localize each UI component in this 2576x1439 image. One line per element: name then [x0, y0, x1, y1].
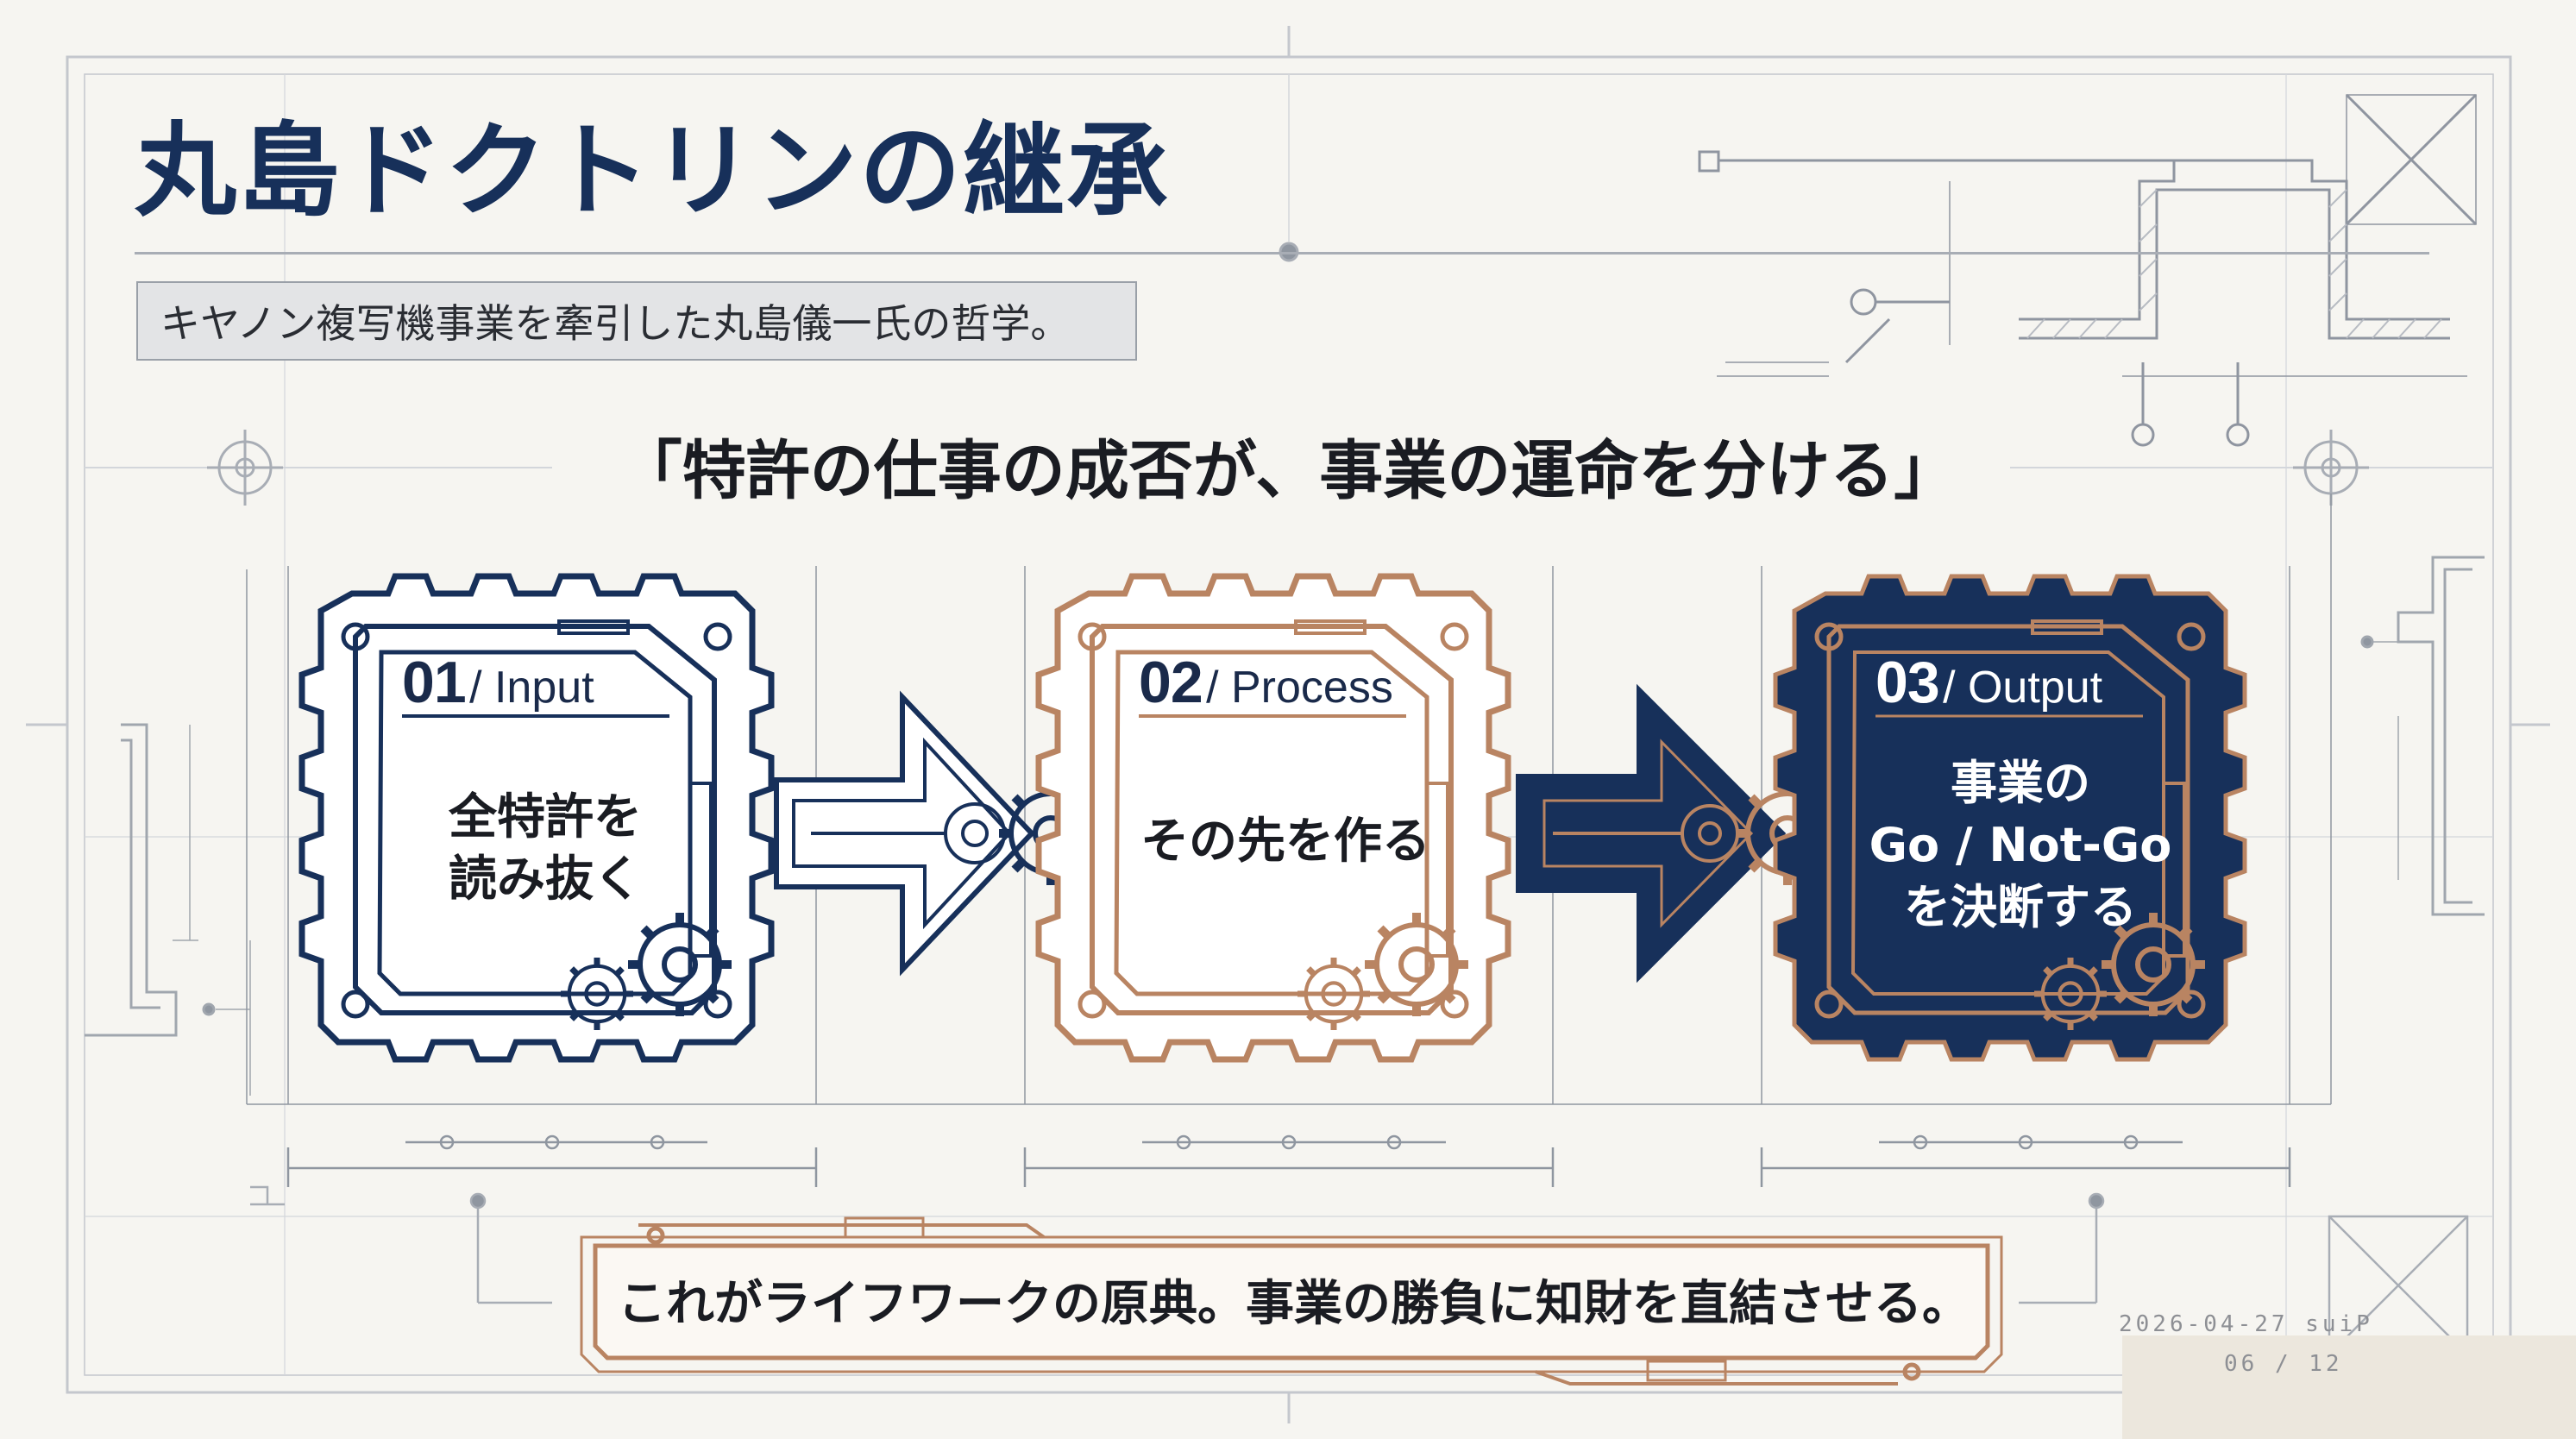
module-output-frame: [1773, 574, 2247, 1062]
step-line: 全特許を: [449, 789, 642, 845]
step-process-heading: 02 / Process: [1139, 649, 1393, 716]
technical-drawing-bottom-right: [2019, 1192, 2469, 1356]
step-line: 事業の: [1951, 756, 2090, 810]
page-title: 丸島ドクトリンの継承: [135, 110, 1171, 230]
step-label: / Output: [1943, 663, 2103, 713]
step-number: 01: [402, 650, 467, 715]
step-label: / Input: [469, 663, 594, 713]
step-line: を決断する: [1904, 880, 2137, 934]
footer-date-author: 2026-04-27 suiP: [2119, 1311, 2373, 1337]
subtitle: キヤノン複写機事業を牽引した丸島儀一氏の哲学。: [160, 300, 1071, 347]
page-corner-tab: [2122, 1335, 2576, 1439]
step-line: その先を作る: [1140, 814, 1430, 870]
title-divider: [135, 252, 2429, 254]
bottom-message: これがライフワークの原典。事業の勝負に知財を直結させる。: [618, 1276, 1970, 1332]
hatching-top-right: [2026, 189, 2442, 339]
technical-drawing-left: [85, 723, 251, 1096]
step-label: / Process: [1206, 663, 1393, 713]
technical-drawing-bottom-left: [250, 1185, 552, 1304]
module-process-frame: [1035, 573, 1511, 1063]
step-number: 03: [1875, 650, 1940, 715]
step-process-text: その先を作る: [1122, 811, 1449, 873]
page-number: 06 / 12: [2224, 1351, 2343, 1377]
step-output-heading: 03 / Output: [1875, 649, 2102, 716]
bottom-banner-frame: [580, 1216, 2003, 1386]
doctrine-quote: 「特許の仕事の成否が、事業の運命を分ける」: [618, 434, 1958, 508]
arrow-process-to-output: [1516, 683, 1787, 983]
step-number: 02: [1139, 650, 1203, 715]
step-line: 読み抜く: [449, 851, 642, 908]
technical-drawing-top-right: [1698, 93, 2478, 447]
step-output-text: 事業の Go / Not-Go を決断する: [1848, 752, 2193, 939]
step-input-text: 全特許を 読み抜く: [390, 787, 701, 911]
arrow-input-to-process: [774, 690, 1036, 977]
module-input-frame: [298, 573, 775, 1063]
step-line: Go / Not-Go: [1869, 818, 2172, 872]
subtitle-box: キヤノン複写機事業を牽引した丸島儀一氏の哲学。: [136, 281, 1137, 361]
step-input-heading: 01 / Input: [402, 649, 594, 716]
technical-drawing-right: [2360, 556, 2485, 916]
